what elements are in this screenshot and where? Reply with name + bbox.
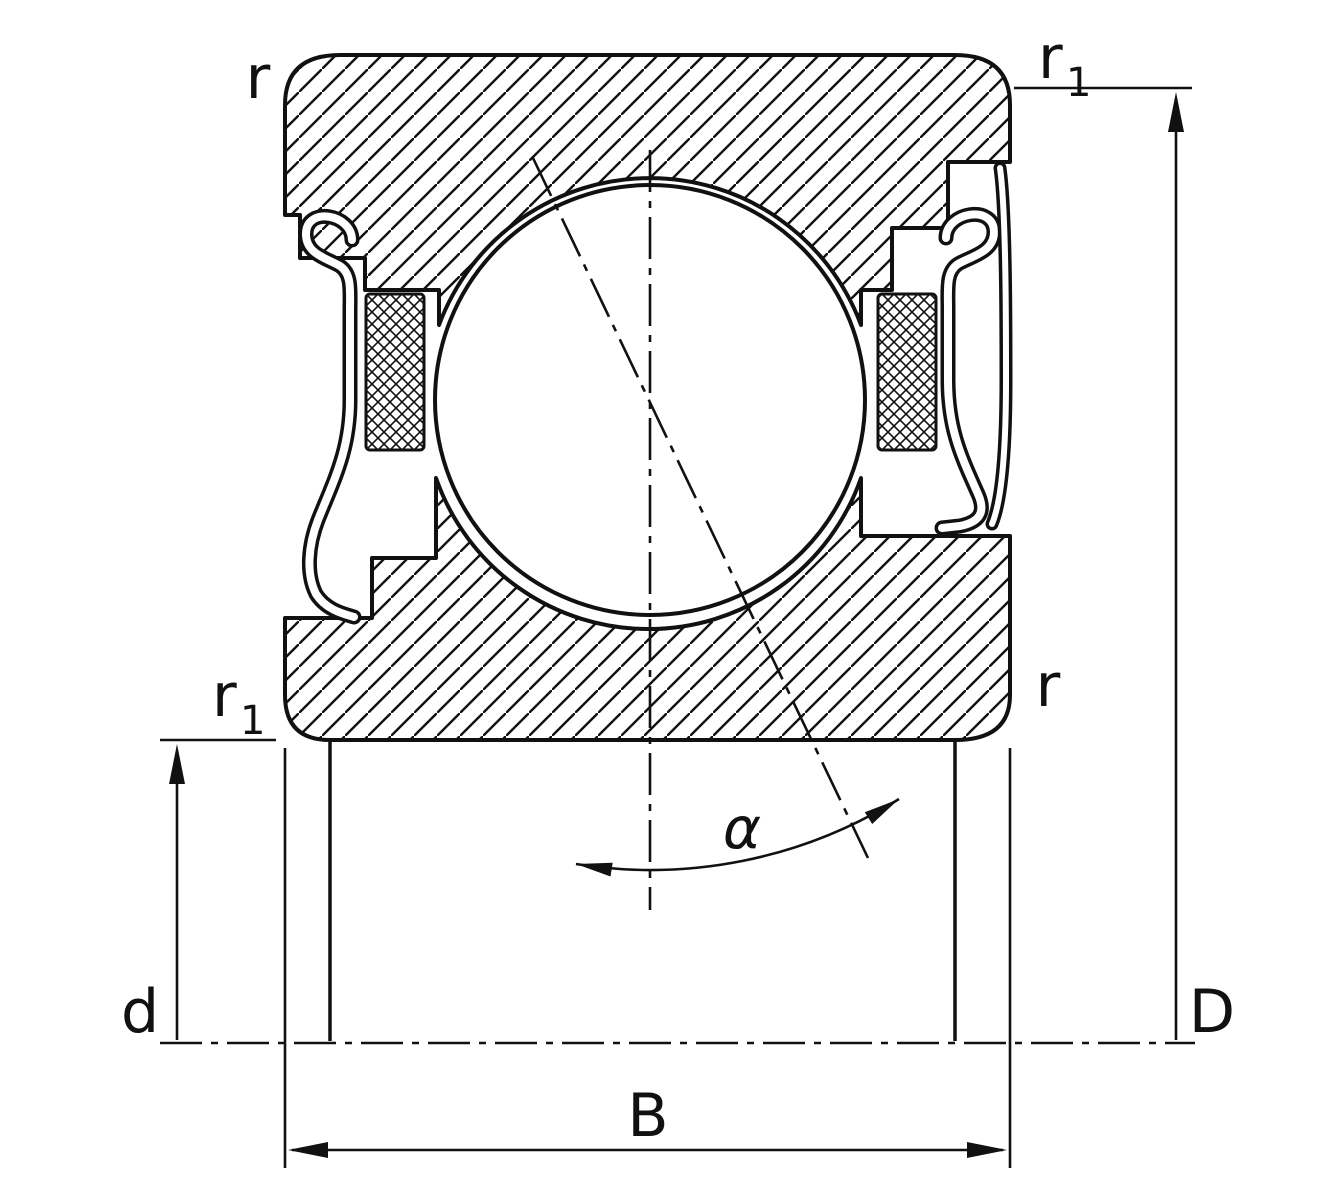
contact-angle-arrow-right [864, 799, 899, 824]
outer-ring-section [283, 53, 1012, 327]
svg-text:1: 1 [1066, 60, 1091, 106]
right-seal-elastomer [876, 292, 938, 452]
label-bore-diameter: d [121, 977, 159, 1047]
contact-angle-arrow-left [576, 862, 613, 877]
label-outer-diameter: D [1189, 977, 1235, 1047]
dim-outer-diameter [1014, 86, 1192, 1040]
svg-text:r: r [1038, 23, 1063, 93]
dim-B-arrowhead-right [967, 1142, 1007, 1158]
label-contact-angle: α [723, 794, 761, 862]
label-corner-radius-top-right: r 1 [1038, 23, 1091, 106]
label-corner-radius-top-left: r [246, 43, 271, 113]
right-seal [934, 161, 1013, 536]
dim-bore-diameter [160, 738, 276, 1040]
label-corner-radius-bottom-right: r [1036, 651, 1061, 721]
contact-angle-arc [575, 797, 900, 877]
inner-ring-section [283, 476, 1012, 742]
svg-text:1: 1 [240, 698, 265, 744]
dim-width [283, 748, 1012, 1168]
dim-B-arrowhead-left [288, 1142, 328, 1158]
dim-D-arrowhead [1168, 92, 1184, 132]
label-width: B [627, 1081, 668, 1151]
svg-text:r: r [212, 661, 237, 731]
dim-d-arrowhead [169, 744, 185, 784]
left-seal [298, 208, 362, 625]
label-corner-radius-bottom-left: r 1 [212, 661, 265, 744]
contact-angle-line [531, 157, 870, 859]
left-seal-elastomer [364, 292, 426, 452]
